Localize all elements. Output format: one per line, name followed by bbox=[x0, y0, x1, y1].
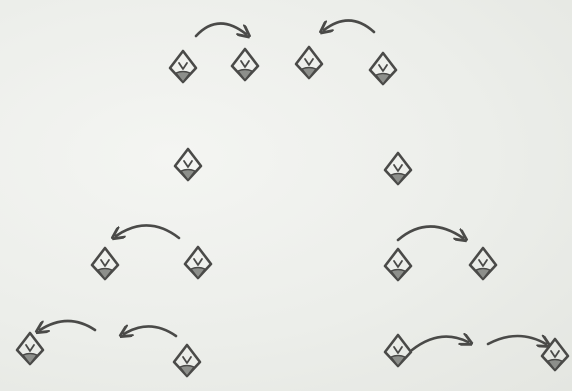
curved-arrow-icon bbox=[398, 226, 463, 240]
diamond-piece-icon bbox=[370, 53, 396, 84]
row-4 bbox=[17, 321, 568, 376]
diamond-piece-icon bbox=[174, 345, 200, 376]
diamond-piece-icon bbox=[175, 149, 201, 180]
diamond-piece-icon bbox=[385, 335, 411, 366]
diamond-piece-icon bbox=[296, 47, 322, 78]
row-2 bbox=[175, 149, 411, 184]
diamond-piece-icon bbox=[385, 153, 411, 184]
diamond-piece-icon bbox=[185, 247, 211, 278]
curved-arrow-icon bbox=[488, 336, 546, 344]
diamond-piece-icon bbox=[470, 248, 496, 279]
curved-arrow-icon bbox=[116, 225, 179, 238]
curved-arrow-icon bbox=[40, 321, 95, 330]
diamond-piece-icon bbox=[17, 333, 43, 364]
curved-arrow-icon bbox=[412, 337, 468, 350]
row-1 bbox=[170, 20, 396, 84]
curved-arrow-icon bbox=[196, 23, 246, 36]
diamond-piece-icon bbox=[92, 248, 118, 279]
diamond-piece-icon bbox=[385, 249, 411, 280]
diamond-piece-icon bbox=[170, 51, 196, 82]
curved-arrow-icon bbox=[124, 326, 176, 336]
row-3 bbox=[92, 225, 496, 280]
diamond-piece-icon bbox=[232, 49, 258, 80]
curved-arrow-icon bbox=[324, 20, 374, 32]
